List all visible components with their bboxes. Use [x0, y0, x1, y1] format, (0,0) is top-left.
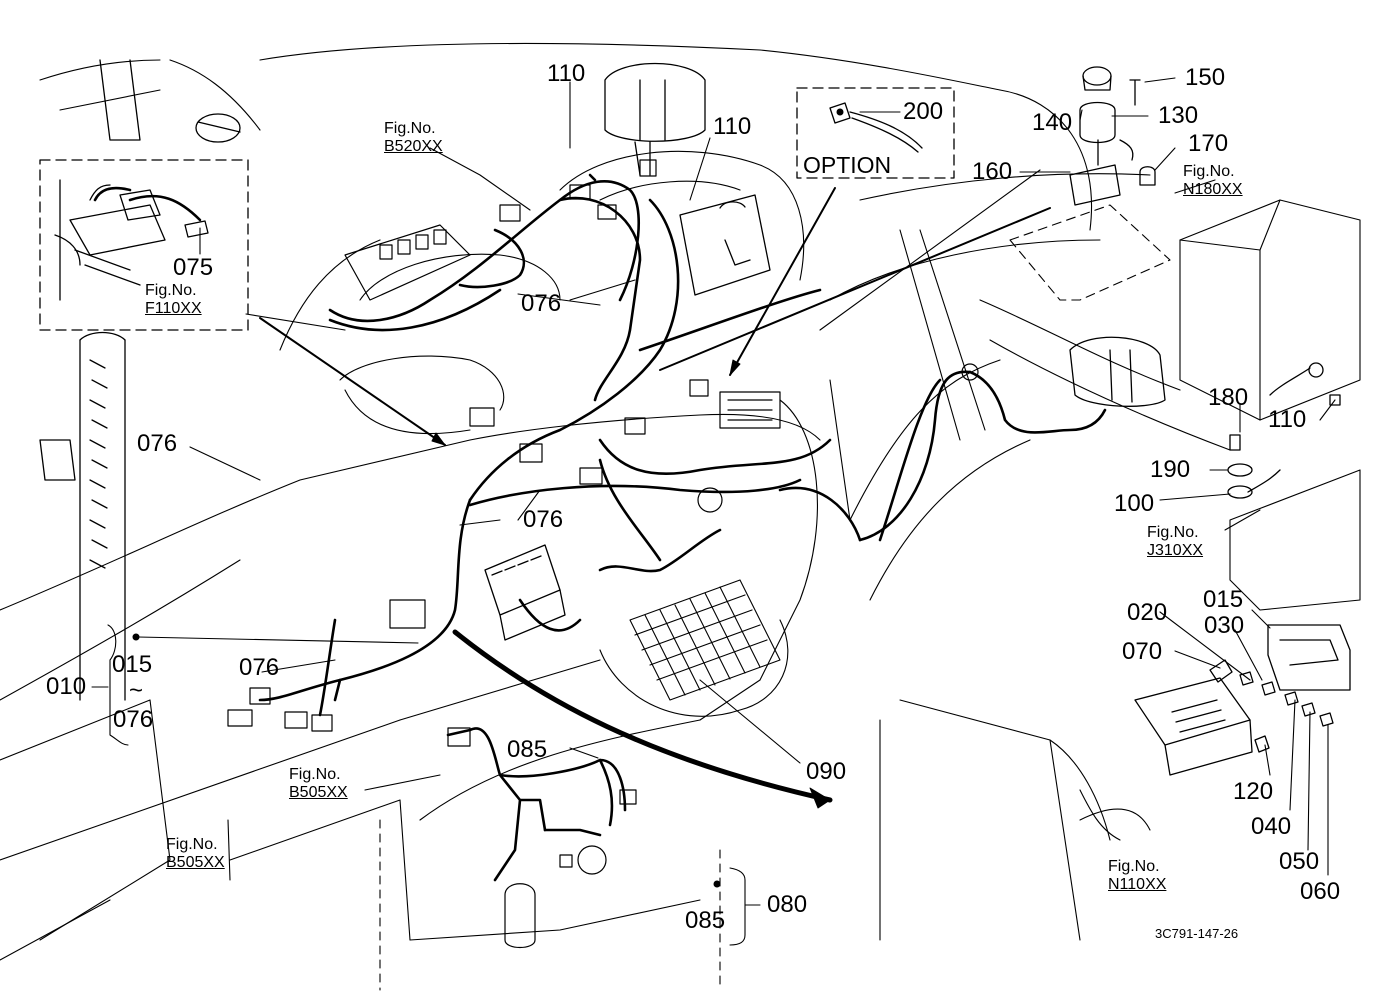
- work-light-right: [1069, 336, 1166, 407]
- fig-prefix: Fig.No.: [145, 282, 197, 299]
- callout-090: 090: [806, 758, 847, 785]
- fig-prefix: Fig.No.: [384, 120, 436, 137]
- callout-150: 150: [1185, 64, 1226, 91]
- callout-200: 200: [903, 98, 944, 125]
- fig-prefix: Fig.No.: [166, 836, 218, 853]
- fig-number: B520XX: [384, 138, 443, 155]
- exhaust-pipe: [39, 59, 141, 701]
- inset-option: [796, 87, 955, 179]
- callout-050: 050: [1279, 848, 1320, 875]
- callout-076-center: 076: [521, 290, 562, 317]
- fig-number: J310XX: [1147, 542, 1204, 559]
- callout-100: 100: [1114, 490, 1155, 517]
- relay-assembly: [1069, 66, 1156, 206]
- callout-070: 070: [1122, 638, 1163, 665]
- fig-number: B505XX: [289, 784, 348, 801]
- callout-110-seat: 110: [713, 113, 752, 140]
- fig-number: F110XX: [145, 300, 202, 317]
- callout-015-range: 015: [112, 651, 153, 678]
- option-label: OPTION: [803, 152, 892, 178]
- fig-ref-n180: Fig.No. N180XX: [1183, 163, 1243, 199]
- fig-number: B505XX: [166, 854, 225, 871]
- callout-080: 080: [767, 891, 808, 918]
- reference-dots: [132, 108, 844, 888]
- callout-110-top: 110: [547, 60, 586, 87]
- fig-ref-b505-upper: Fig.No. B505XX: [289, 766, 348, 802]
- callout-190: 190: [1150, 456, 1191, 483]
- inset-bracket-plate: [1009, 204, 1171, 301]
- callout-120: 120: [1233, 778, 1274, 805]
- callout-160: 160: [972, 158, 1013, 185]
- fig-ref-b505-lower: Fig.No. B505XX: [166, 836, 225, 872]
- callout-015-relay: 015: [1203, 586, 1244, 613]
- fig-prefix: Fig.No.: [1108, 858, 1160, 875]
- drawing-number: 3C791-147-26: [1155, 926, 1239, 941]
- callout-110-right: 110: [1268, 406, 1307, 433]
- callout-140: 140: [1032, 109, 1073, 136]
- leader-lines: [91, 77, 1336, 946]
- connector-blocks: [227, 159, 979, 949]
- ground-cable-parts: [1227, 362, 1341, 499]
- callout-040: 040: [1251, 813, 1292, 840]
- fig-number: N110XX: [1108, 876, 1167, 893]
- fig-ref-b520: Fig.No. B520XX: [384, 120, 443, 156]
- callout-020: 020: [1127, 599, 1168, 626]
- radiator-grid: [599, 579, 789, 717]
- fuse-box-block: [484, 544, 566, 641]
- callout-130: 130: [1158, 102, 1199, 129]
- work-light-top: [604, 62, 706, 176]
- reference-arrows: [259, 187, 1051, 809]
- fig-prefix: Fig.No.: [1147, 524, 1199, 541]
- fig-ref-f110: Fig.No. F110XX: [145, 282, 202, 318]
- callout-076-left: 076: [137, 430, 178, 457]
- inset-fuse-relay: [39, 159, 249, 331]
- tractor-outline: [0, 42, 1361, 991]
- callout-060: 060: [1300, 878, 1341, 905]
- callout-085-upper: 085: [507, 736, 548, 763]
- fig-number: N180XX: [1183, 181, 1243, 198]
- fuse-kit-parts: [1134, 624, 1351, 776]
- callout-075: 075: [173, 254, 214, 281]
- heater-box: [679, 194, 771, 296]
- callout-010: 010: [46, 673, 87, 700]
- callout-170: 170: [1188, 130, 1229, 157]
- callout-180: 180: [1208, 384, 1249, 411]
- harness-cables: [93, 173, 1107, 882]
- callout-076-harness: 076: [239, 654, 280, 681]
- mirror-left: [195, 113, 241, 143]
- switch-panel: [344, 224, 471, 301]
- callout-085-lower: 085: [685, 907, 726, 934]
- fig-prefix: Fig.No.: [289, 766, 341, 783]
- callout-030: 030: [1204, 612, 1245, 639]
- callout-076-lower: 076: [523, 506, 564, 533]
- fig-ref-n110: Fig.No. N110XX: [1108, 858, 1166, 894]
- fig-prefix: Fig.No.: [1183, 163, 1235, 180]
- range-tilde: ~: [129, 677, 144, 704]
- fig-ref-j310: Fig.No. J310XX: [1147, 524, 1203, 560]
- callout-076-range: 076: [113, 706, 154, 733]
